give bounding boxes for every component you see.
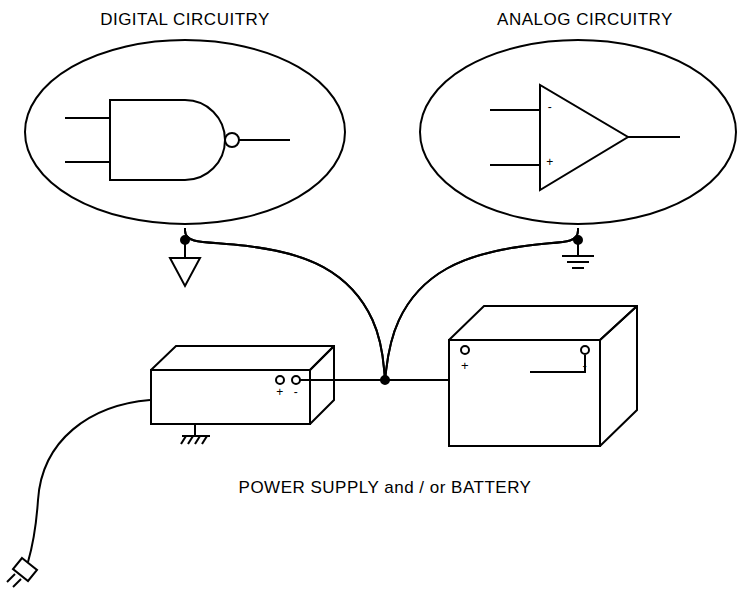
gate-bubble	[225, 133, 239, 147]
ground-bar	[562, 255, 594, 257]
terminal-sign: +	[461, 358, 469, 374]
terminal-sign: -	[583, 358, 588, 374]
terminal-sign: +	[276, 385, 284, 399]
power-cord	[7, 400, 150, 587]
battery-box: +-	[448, 305, 638, 447]
digital-ground-symbol	[170, 236, 200, 286]
plug-prong	[7, 574, 15, 582]
power-supply-box: +-	[150, 345, 335, 425]
box-top	[151, 346, 334, 370]
box-front	[449, 340, 600, 446]
ground-bar	[572, 267, 584, 269]
section-heading: DIGITAL CIRCUITRY	[100, 10, 270, 30]
caption-label: POWER SUPPLY and / or BATTERY	[239, 478, 532, 498]
terminal-post	[581, 346, 589, 354]
ground-stem	[194, 425, 196, 436]
circuit-ellipse-outline	[20, 8, 350, 228]
ground-hatch	[181, 436, 186, 444]
terminal-post	[276, 376, 284, 384]
ground-wire	[335, 228, 578, 380]
ground-hatch	[188, 436, 193, 444]
terminal-wire	[300, 379, 335, 381]
circuit-ellipse: DIGITAL CIRCUITRY	[20, 8, 350, 228]
op-amp-symbol	[490, 85, 680, 190]
ellipse-outline	[420, 40, 736, 224]
circuit-ellipse-outline	[418, 8, 738, 228]
chassis-ground-symbol	[181, 425, 210, 444]
gate-output	[239, 139, 290, 141]
gate-input	[65, 117, 110, 119]
battery-box-outline	[448, 305, 638, 447]
section-heading: ANALOG CIRCUITRY	[497, 10, 673, 30]
op-amp-body	[540, 85, 628, 190]
op-amp-input	[490, 109, 540, 111]
power-supply-box-outline	[150, 345, 335, 425]
ellipse-outline	[25, 40, 345, 224]
op-amp-output	[628, 136, 680, 138]
box-side	[600, 306, 637, 446]
box-side	[310, 346, 334, 424]
cord-wire	[28, 400, 150, 562]
input-sign: -	[548, 100, 553, 114]
op-amp-input	[490, 164, 540, 166]
gate-input	[65, 161, 110, 163]
box-front	[151, 370, 310, 424]
ground-wire	[385, 228, 578, 380]
battery-strap	[530, 355, 585, 372]
plug-body	[13, 558, 37, 581]
input-sign: +	[546, 155, 554, 169]
circuit-ellipse: ANALOG CIRCUITRY	[418, 8, 738, 228]
ground-triangle	[170, 258, 200, 286]
ground-wire	[185, 228, 385, 380]
plug-prong	[13, 579, 21, 587]
terminal-post	[461, 346, 469, 354]
terminal-post	[292, 376, 300, 384]
ground-bar	[567, 261, 589, 263]
nand-gate	[65, 100, 290, 180]
ground-hatch	[195, 436, 200, 444]
gate-body	[110, 100, 225, 180]
ground-hatch	[202, 436, 207, 444]
terminal-sign: -	[294, 385, 299, 399]
box-top	[449, 306, 637, 340]
